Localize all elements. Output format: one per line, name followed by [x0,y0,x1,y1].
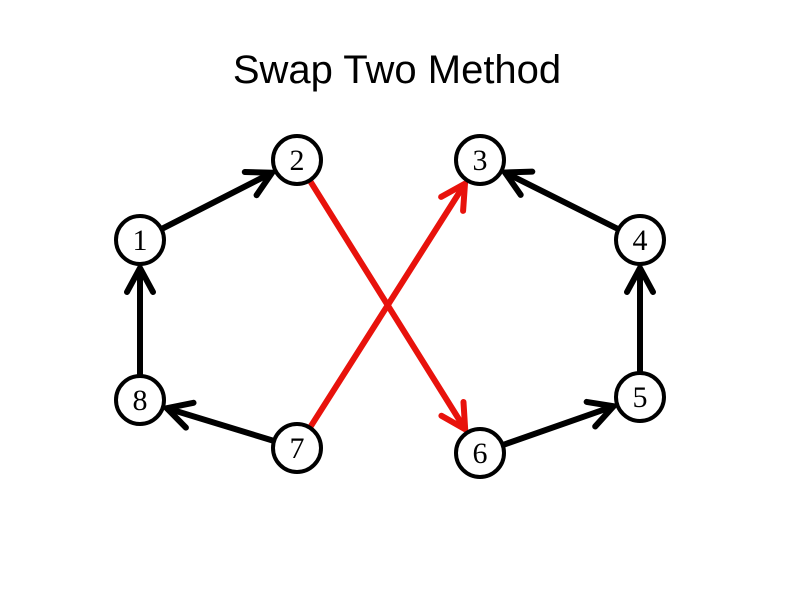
node-7: 7 [271,422,323,474]
arrowhead [583,398,620,430]
node-2: 2 [271,134,323,186]
edge-7-to-3-swapped [307,178,469,430]
arrowhead [624,261,656,295]
arrowhead [438,399,469,435]
arrowhead [124,261,156,295]
node-label: 7 [290,432,305,465]
edge-line [501,404,613,448]
node-circle [454,134,506,186]
arrowhead [499,168,536,198]
nodes-layer: 1 2 3 4 5 6 7 8 [114,134,666,479]
node-5: 5 [614,371,666,423]
edge-5-to-4 [624,261,656,374]
node-circle [114,214,166,266]
edge-line [160,171,272,232]
node-circle [614,371,666,423]
node-circle [454,427,506,479]
slide-title: Swap Two Method [232,48,562,92]
edge-4-to-3 [499,168,620,232]
node-circle [271,422,323,474]
node-1: 1 [114,214,166,266]
edge-8-to-1 [124,261,156,377]
node-4: 4 [614,214,666,266]
node-circle [614,214,666,266]
node-6: 6 [454,427,506,479]
edge-1-to-2 [160,169,278,232]
node-label: 4 [633,224,648,257]
edge-7-to-8 [160,399,276,444]
arrowhead [160,399,197,431]
edge-line [167,406,276,444]
arrowhead [438,178,469,214]
node-circle [114,374,166,426]
node-label: 2 [290,144,305,177]
arrowhead [241,169,278,199]
edge-line [307,184,466,430]
node-label: 1 [133,224,148,257]
edge-6-to-5 [501,398,620,448]
node-label: 8 [133,384,148,417]
node-3: 3 [454,134,506,186]
node-label: 3 [473,144,488,177]
node-label: 5 [633,381,648,414]
node-8: 8 [114,374,166,426]
node-label: 6 [473,437,488,470]
edges-layer [124,168,656,448]
node-circle [271,134,323,186]
edge-line [505,171,620,232]
